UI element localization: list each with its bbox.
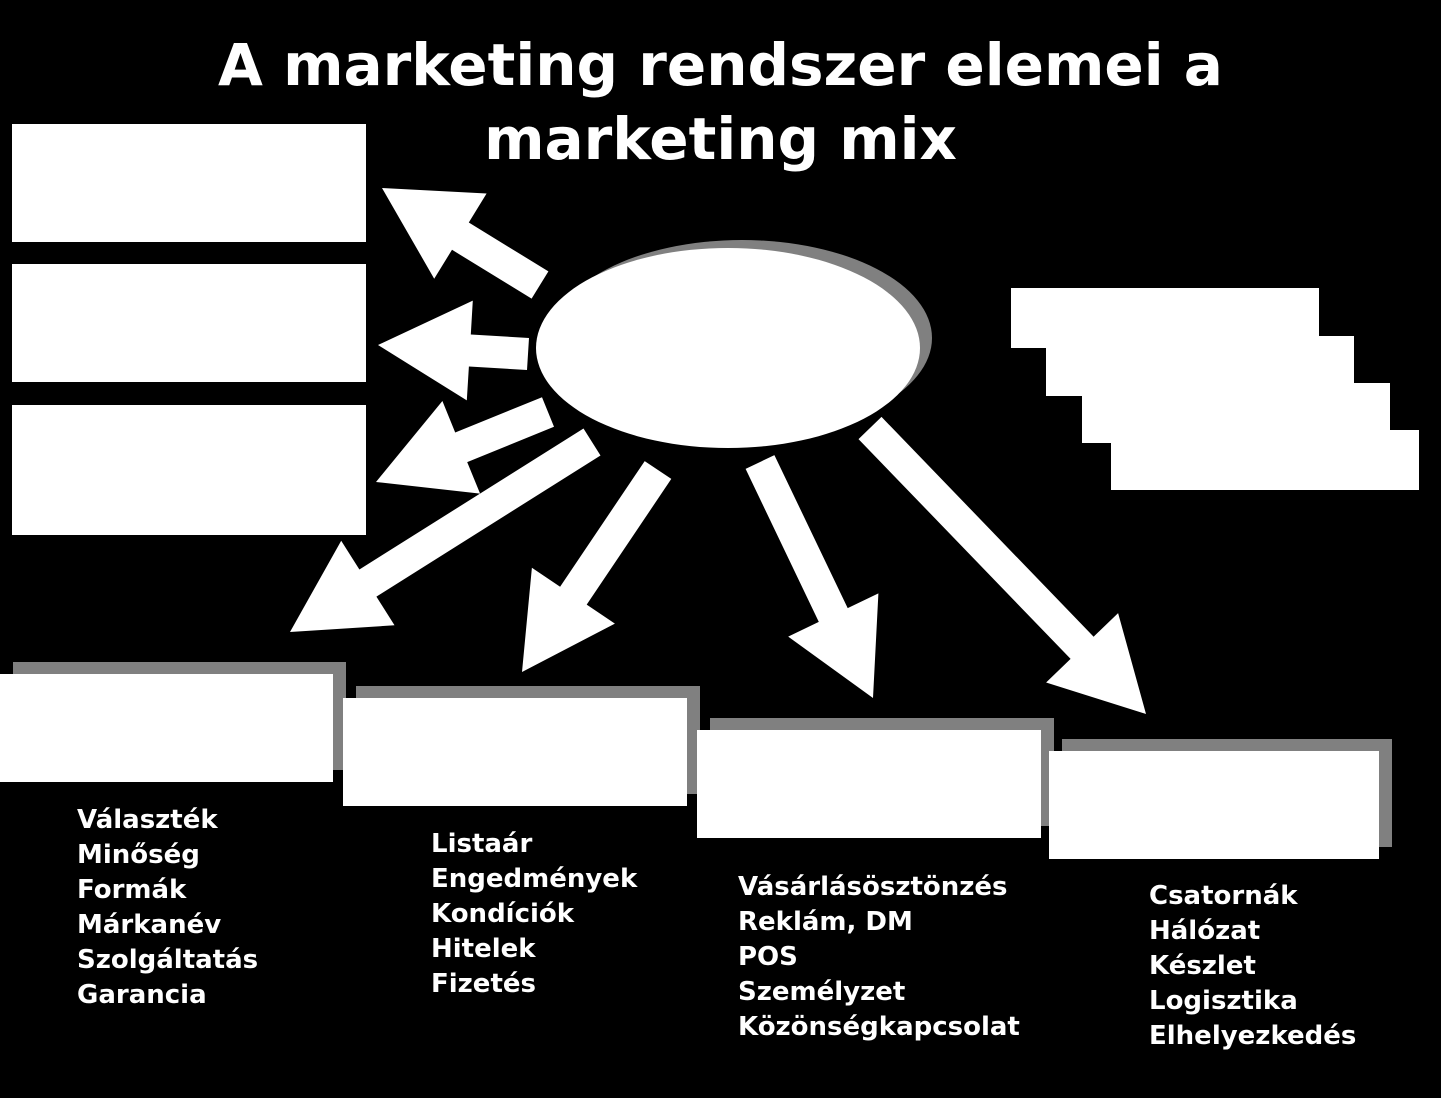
- arrow-to-bottom-box-1: [290, 428, 601, 632]
- list-item: Szolgáltatás: [77, 945, 259, 975]
- list-item: Engedmények: [431, 864, 638, 894]
- bottom-box-2: [343, 698, 687, 806]
- list-item: Kondíciók: [431, 899, 575, 929]
- arrow-to-bottom-box-4: [858, 416, 1146, 714]
- list-item: Hitelek: [431, 934, 536, 964]
- list-item: Személyzet: [738, 977, 906, 1007]
- title-line-1: A marketing rendszer elemei a: [218, 31, 1223, 99]
- list-item: POS: [738, 942, 798, 972]
- list-item: Formák: [77, 875, 187, 905]
- arrow-to-left-box-top: [382, 188, 549, 299]
- stair-box-4: [1111, 430, 1419, 490]
- arrow-to-left-box-middle: [378, 300, 529, 401]
- list-item: Garancia: [77, 980, 207, 1010]
- list-item: Listaár: [431, 829, 533, 859]
- diagram-title: A marketing rendszer elemei a marketing …: [0, 28, 1441, 176]
- bottom-box-4: [1049, 751, 1379, 859]
- arrow-to-bottom-box-3: [745, 455, 879, 698]
- left-box-bottom: [12, 405, 366, 535]
- list-item: Választék: [77, 805, 218, 835]
- bottom-box-1: [0, 674, 333, 782]
- arrow-group: [290, 188, 1146, 714]
- list-item: Vásárlásösztönzés: [738, 872, 1008, 902]
- bottom-box-3: [697, 730, 1041, 838]
- list-item: Reklám, DM: [738, 907, 913, 937]
- arrow-to-bottom-box-2: [522, 461, 672, 672]
- left-box-middle: [12, 264, 366, 382]
- title-line-2: marketing mix: [484, 105, 957, 173]
- list-item: Minőség: [77, 840, 200, 870]
- arrow-to-left-box-bottom: [376, 397, 554, 494]
- list-item: Készlet: [1149, 951, 1256, 981]
- list-item: Márkanév: [77, 910, 222, 940]
- list-item: Fizetés: [431, 969, 536, 999]
- list-item: Csatornák: [1149, 881, 1298, 911]
- list-item: Elhelyezkedés: [1149, 1021, 1357, 1051]
- list-item: Közönségkapcsolat: [738, 1012, 1020, 1042]
- left-box-top: [12, 124, 366, 242]
- list-item: Logisztika: [1149, 986, 1298, 1016]
- list-item: Hálózat: [1149, 916, 1261, 946]
- center-ellipse: [536, 248, 920, 448]
